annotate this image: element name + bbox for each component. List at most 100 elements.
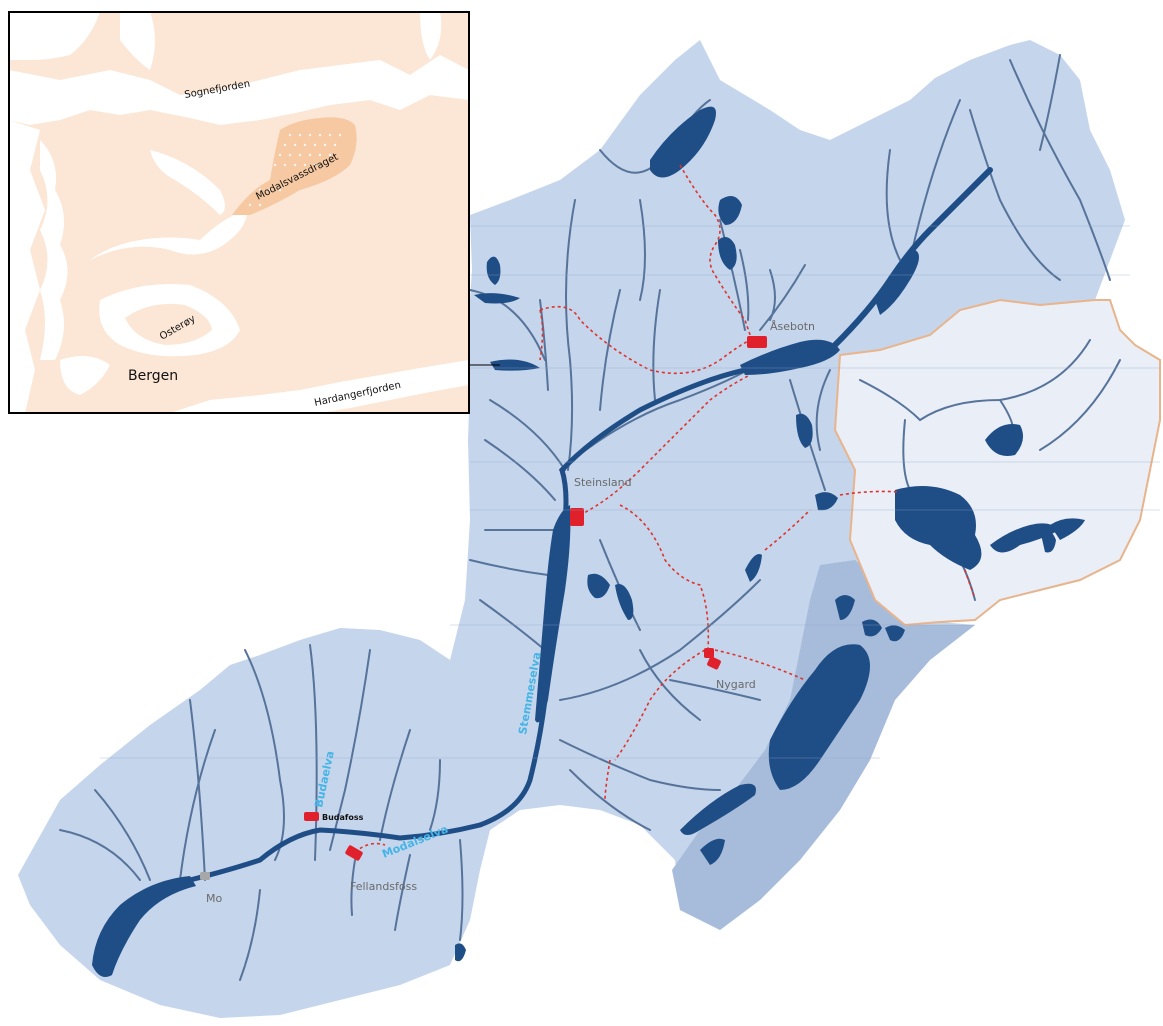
tributary xyxy=(569,769,651,831)
label-steinsland: Steinsland xyxy=(574,476,632,489)
sognefjorden-water xyxy=(9,55,469,125)
modalsvassdraget-area xyxy=(232,117,357,215)
plant-mo xyxy=(200,872,210,880)
tributary xyxy=(489,399,566,471)
tributary xyxy=(759,264,806,331)
tributary xyxy=(350,859,356,916)
tributary xyxy=(394,854,411,931)
inset-frame xyxy=(8,11,470,414)
plant-nygard-1 xyxy=(704,648,714,658)
road xyxy=(619,504,710,651)
lake-north-1 xyxy=(650,106,716,178)
lake-west-1 xyxy=(486,256,501,285)
tributary xyxy=(739,249,750,321)
place-labels: Åsebotn Steinsland Nygard Fellandsfoss M… xyxy=(206,320,815,905)
tributary xyxy=(239,889,261,981)
lake-light-4 xyxy=(1050,518,1085,540)
lakes xyxy=(92,106,1085,978)
plant-asebotn xyxy=(747,336,767,348)
inset-label-bergen: Bergen xyxy=(128,368,178,384)
road xyxy=(679,164,753,341)
lake-light-2 xyxy=(895,486,982,570)
road xyxy=(964,569,976,599)
tributary xyxy=(59,829,141,881)
plant-nygard-2 xyxy=(707,656,721,670)
modalsvassdraget-dots xyxy=(248,133,342,207)
tributary xyxy=(652,289,661,401)
tributary xyxy=(459,839,464,941)
tributary xyxy=(859,339,1091,422)
coast-islands-water xyxy=(40,140,68,360)
tributary xyxy=(1039,359,1121,451)
lake-dark-south-1 xyxy=(680,783,756,835)
lake-dark-big xyxy=(768,644,870,790)
tributary xyxy=(719,219,746,331)
tributary xyxy=(909,99,961,261)
inset-map: Sognefjorden Modalsvassdraget Osterøy Be… xyxy=(8,11,500,414)
road xyxy=(614,649,706,761)
tributary xyxy=(94,789,151,881)
label-mo: Mo xyxy=(206,892,222,905)
lake-dark-2 xyxy=(862,619,882,637)
lake-west-2 xyxy=(474,293,520,304)
north-inlet-water xyxy=(120,12,155,70)
tributary xyxy=(469,559,549,576)
tributary xyxy=(639,199,646,301)
tributary xyxy=(885,149,901,261)
tributary xyxy=(1039,54,1061,151)
lake-center-4 xyxy=(587,573,610,599)
west-coast-water xyxy=(9,120,45,413)
osteroy-ring-water xyxy=(99,284,240,357)
lake-center-1 xyxy=(796,413,813,448)
road xyxy=(714,649,806,681)
catchment-light-zone xyxy=(833,298,1161,627)
label-fellandsfoss: Fellandsfoss xyxy=(350,880,417,893)
lake-upper-river xyxy=(875,250,919,315)
power-plants xyxy=(200,336,767,880)
plant-fellandsfoss xyxy=(345,845,363,861)
tributary xyxy=(565,199,576,471)
inner-fjord-water xyxy=(90,210,247,260)
lake-west-3 xyxy=(490,359,540,371)
lake-stemmeselva xyxy=(535,505,571,723)
north-water xyxy=(9,12,100,60)
tributary xyxy=(309,644,318,861)
label-nygard: Nygard xyxy=(716,678,756,691)
tributary xyxy=(639,649,701,721)
scan-lines xyxy=(100,225,1160,759)
lake-center-2 xyxy=(815,492,838,511)
tributary xyxy=(669,679,761,701)
central-inlet-water xyxy=(150,150,225,215)
tributary xyxy=(969,109,1061,281)
lake-north-2 xyxy=(718,196,742,225)
tributary xyxy=(379,729,411,841)
plant-budafoss xyxy=(304,812,319,821)
tributary xyxy=(902,419,911,491)
lake-dark-3 xyxy=(885,625,905,642)
tributary xyxy=(484,439,556,501)
lake-light-1 xyxy=(985,424,1024,456)
tributary xyxy=(559,739,721,791)
hardangerfjorden-water xyxy=(170,360,469,413)
north-inlet-water-2 xyxy=(420,12,442,60)
bergen-water xyxy=(60,356,110,395)
label-asebotn: Åsebotn xyxy=(770,320,815,333)
lake-mo xyxy=(92,876,196,978)
road xyxy=(839,490,901,496)
lake-dark-1 xyxy=(835,595,855,620)
tributary xyxy=(429,759,441,831)
plant-steinsland xyxy=(570,508,584,526)
catchment-area xyxy=(18,40,1161,1018)
tributary xyxy=(244,649,285,861)
road xyxy=(764,509,811,551)
tributary xyxy=(179,729,216,881)
label-budafoss: Budafoss xyxy=(322,813,364,822)
river-network xyxy=(59,54,1121,981)
lake-north-3 xyxy=(718,236,737,270)
tributary xyxy=(539,299,549,391)
lake-center-3 xyxy=(745,554,762,582)
tributary xyxy=(599,289,621,411)
lake-light-5 xyxy=(1040,528,1056,553)
tributary xyxy=(469,289,546,361)
